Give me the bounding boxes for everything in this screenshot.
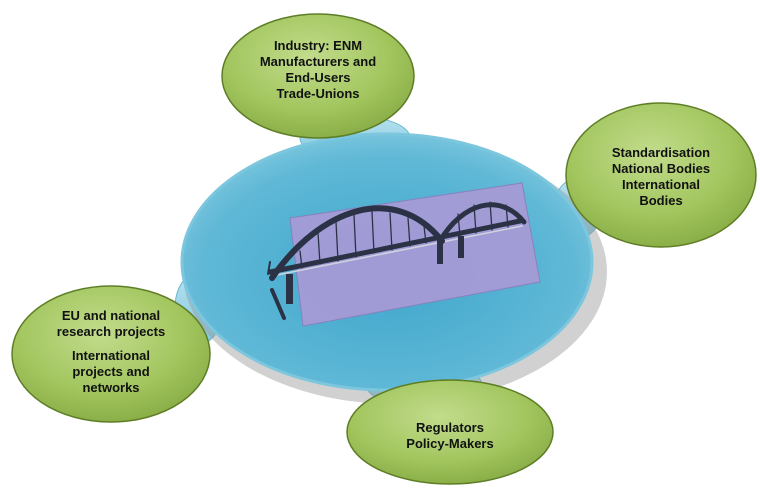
standardisation-label: Standardisation National Bodies Internat…	[611, 145, 711, 208]
bridge-icon	[267, 201, 527, 320]
regulators-node	[346, 379, 554, 485]
industry-label: Industry: ENM Manufacturers and End-User…	[259, 38, 377, 101]
industry-node	[221, 13, 415, 139]
bridge-panel	[289, 182, 541, 327]
regulators-label: Regulators Policy-Makers	[406, 420, 494, 451]
research-label: EU and national research projects Intern…	[56, 308, 166, 395]
standardisation-node	[565, 102, 757, 248]
research-node	[11, 285, 211, 423]
